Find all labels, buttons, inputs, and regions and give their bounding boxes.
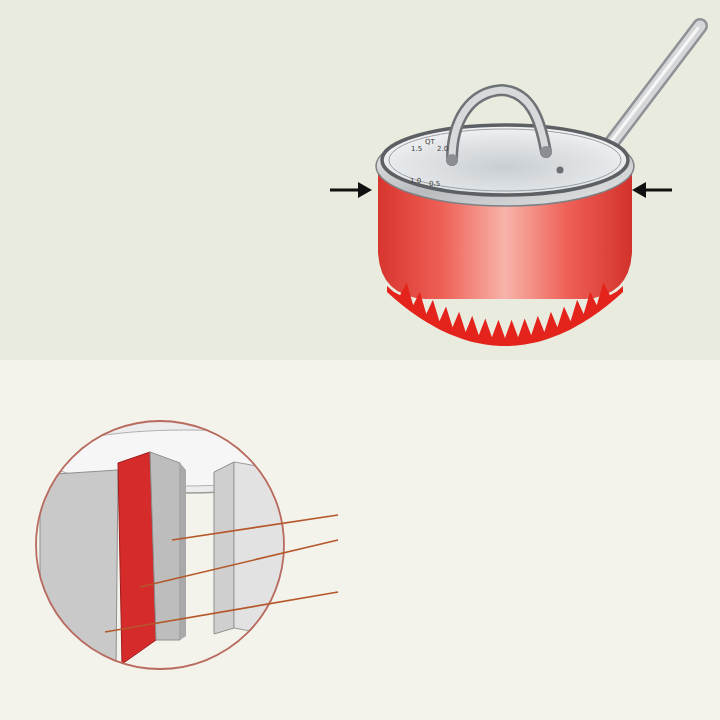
lid-marking: 0.5	[429, 181, 440, 188]
leader-line	[105, 515, 338, 632]
zoom-circle	[36, 421, 284, 669]
lid-rim	[389, 129, 621, 191]
lid-marking: QT	[425, 139, 435, 146]
lid-marking: 1.0	[410, 178, 421, 185]
pressure-arrow	[632, 182, 672, 198]
wall-cross-section	[25, 417, 345, 668]
burner-flame	[387, 283, 623, 347]
glass-lid	[382, 125, 628, 195]
pressure-arrow	[330, 182, 372, 198]
lid-marking: 1.5	[411, 146, 422, 153]
top-panel	[0, 0, 720, 360]
pan-rim	[376, 126, 634, 206]
lid-marking: 2.0	[437, 146, 448, 153]
pan-handle	[600, 26, 700, 158]
bottom-panel	[0, 360, 720, 720]
steam-vent	[557, 167, 564, 174]
lid-knob	[446, 90, 552, 166]
